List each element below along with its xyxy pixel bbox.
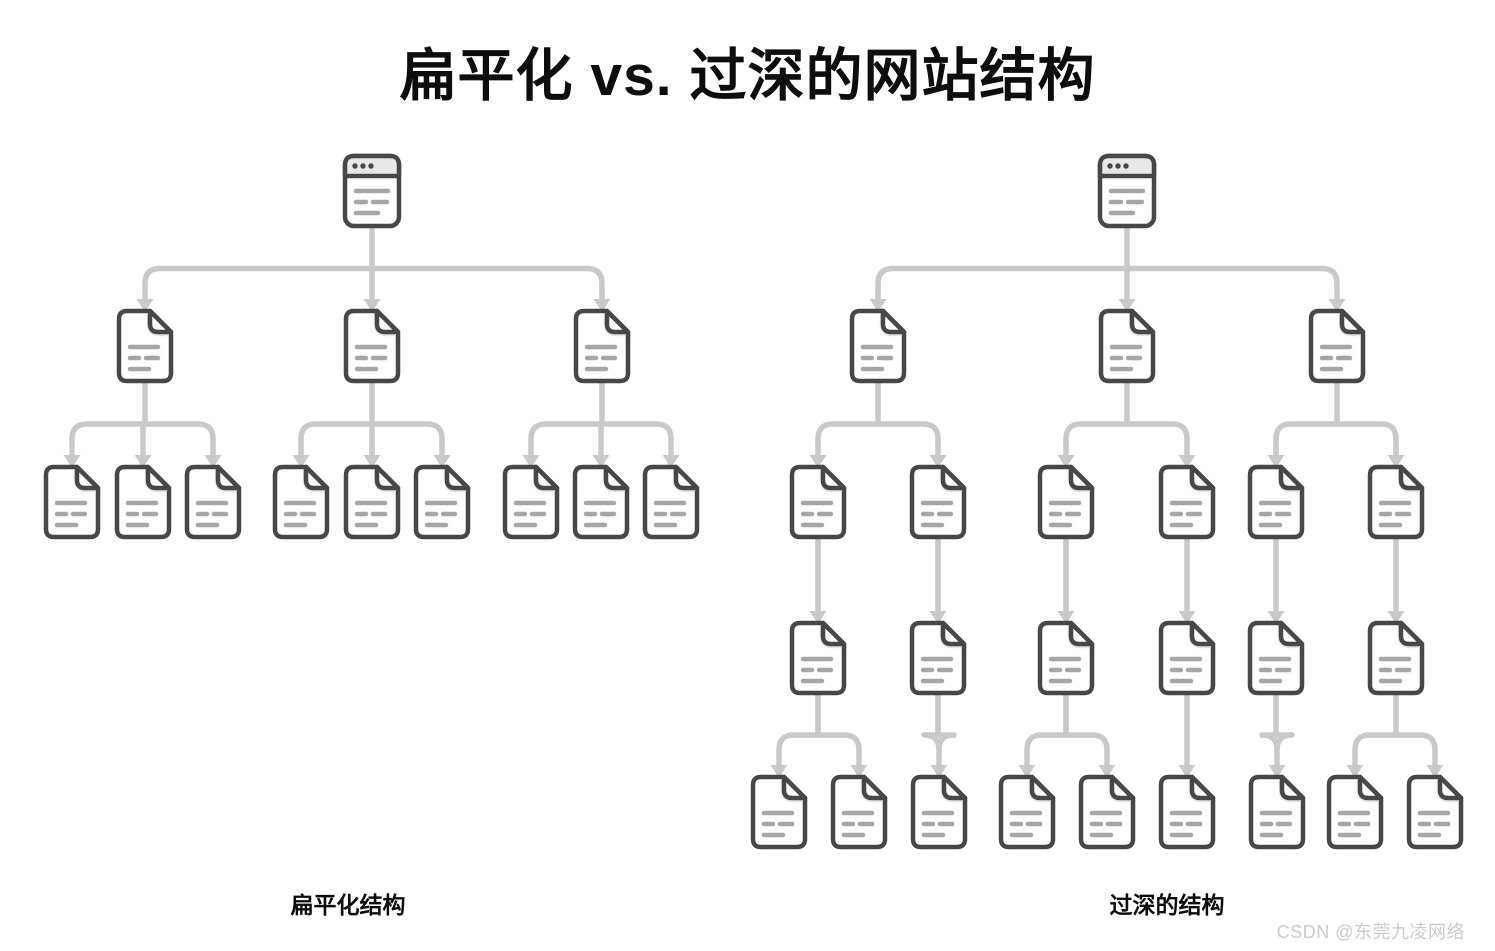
webpage-doc-icon — [119, 311, 171, 381]
watermark: CSDN @东莞九凌网络 — [1276, 922, 1465, 942]
arrowhead-icon — [292, 455, 310, 468]
arrowhead-icon — [1098, 765, 1116, 778]
deep-structure-caption: 过深的结构 — [1109, 892, 1225, 918]
arrowhead-icon — [850, 765, 868, 778]
webpage-doc-icon — [792, 467, 844, 537]
webpage-doc-icon — [575, 467, 627, 537]
webpage-doc-icon — [1329, 777, 1381, 847]
webpage-doc-icon — [416, 467, 468, 537]
webpage-doc-icon — [1409, 777, 1461, 847]
arrowhead-icon — [592, 455, 610, 468]
flat-structure-caption: 扁平化结构 — [290, 892, 406, 918]
webpage-doc-icon — [1370, 623, 1422, 693]
flat-structure-icons — [46, 156, 697, 537]
webpage-doc-icon — [1161, 467, 1213, 537]
webpage-doc-icon — [913, 777, 965, 847]
flat-structure-tree — [46, 156, 697, 537]
webpage-doc-icon — [1001, 777, 1053, 847]
connector-line — [142, 225, 605, 300]
webpage-doc-icon — [346, 311, 398, 381]
webpage-doc-icon — [912, 623, 964, 693]
arrowhead-icon — [593, 299, 611, 312]
webpage-doc-icon — [1161, 623, 1213, 693]
webpage-doc-icon — [1370, 467, 1422, 537]
webpage-doc-icon — [1040, 623, 1092, 693]
arrowhead-icon — [1387, 455, 1405, 468]
webpage-doc-icon — [753, 777, 805, 847]
arrowhead-icon — [1118, 299, 1136, 312]
webpage-doc-icon — [1250, 467, 1302, 537]
webpage-doc-icon — [1101, 311, 1153, 381]
connector-line — [1273, 380, 1399, 456]
webpage-doc-icon — [1081, 777, 1133, 847]
connector-line — [921, 692, 957, 766]
webpage-doc-icon — [1161, 777, 1213, 847]
flat-structure-connectors — [63, 225, 680, 468]
webpage-doc-icon — [852, 311, 904, 381]
connector-line — [875, 225, 1340, 300]
arrowhead-icon — [1018, 765, 1036, 778]
webpage-doc-icon — [645, 467, 697, 537]
arrowhead-icon — [869, 299, 887, 312]
arrowhead-icon — [1178, 765, 1196, 778]
arrowhead-icon — [134, 455, 152, 468]
connector-line — [1352, 692, 1438, 766]
arrowhead-icon — [809, 611, 827, 624]
arrowhead-icon — [1346, 765, 1364, 778]
arrowhead-icon — [522, 455, 540, 468]
arrowhead-icon — [1426, 765, 1444, 778]
arrowhead-icon — [1057, 611, 1075, 624]
arrowhead-icon — [1267, 611, 1285, 624]
page-title: 扁平化 vs. 过深的网站结构 — [399, 44, 1096, 108]
webpage-doc-icon — [833, 777, 885, 847]
arrowhead-icon — [809, 455, 827, 468]
webpage-doc-icon — [912, 467, 964, 537]
webpage-doc-icon — [505, 467, 557, 537]
arrowhead-icon — [1057, 455, 1075, 468]
arrowhead-icon — [1268, 765, 1286, 778]
website-homepage-icon — [1100, 156, 1154, 226]
connector-line — [1063, 380, 1190, 456]
arrowhead-icon — [1178, 611, 1196, 624]
deep-structure-tree — [753, 156, 1461, 847]
connector-line — [776, 692, 862, 766]
arrowhead-icon — [929, 455, 947, 468]
connector-line — [815, 380, 941, 456]
webpage-doc-icon — [1040, 467, 1092, 537]
arrowhead-icon — [136, 299, 154, 312]
arrowhead-icon — [770, 765, 788, 778]
connector-line — [1024, 692, 1110, 766]
arrowhead-icon — [363, 299, 381, 312]
connector-line — [69, 380, 216, 456]
webpage-doc-icon — [275, 467, 327, 537]
connector-line — [1259, 692, 1295, 766]
website-homepage-icon — [345, 156, 399, 226]
webpage-doc-icon — [792, 623, 844, 693]
deep-structure-connectors — [770, 225, 1444, 778]
webpage-doc-icon — [1251, 777, 1303, 847]
webpage-doc-icon — [1311, 311, 1363, 381]
webpage-doc-icon — [187, 467, 239, 537]
webpage-doc-icon — [576, 311, 628, 381]
arrowhead-icon — [433, 455, 451, 468]
webpage-doc-icon — [46, 467, 98, 537]
connector-line — [528, 380, 674, 456]
arrowhead-icon — [1328, 299, 1346, 312]
arrowhead-icon — [1178, 455, 1196, 468]
arrowhead-icon — [63, 455, 81, 468]
webpage-doc-icon — [117, 467, 169, 537]
arrowhead-icon — [1267, 455, 1285, 468]
arrowhead-icon — [363, 455, 381, 468]
arrowhead-icon — [204, 455, 222, 468]
arrowhead-icon — [662, 455, 680, 468]
webpage-doc-icon — [1250, 623, 1302, 693]
arrowhead-icon — [930, 765, 948, 778]
connector-line — [298, 380, 445, 456]
arrowhead-icon — [1387, 611, 1405, 624]
arrowhead-icon — [929, 611, 947, 624]
webpage-doc-icon — [346, 467, 398, 537]
